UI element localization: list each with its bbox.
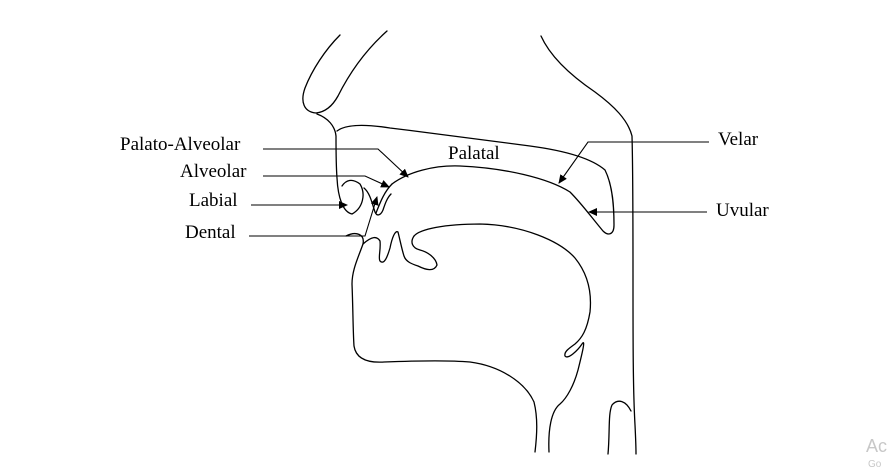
leader-alveolar [263, 175, 390, 188]
pharynx-back-wall-outline [540, 35, 637, 455]
alveolar-ridge-outline [375, 183, 393, 214]
label-dental: Dental [185, 222, 236, 243]
leader-dental [249, 196, 379, 237]
epiglottis-outline [607, 400, 632, 455]
upper-incisor-outline [363, 187, 392, 216]
lower-lip-and-chin-outline [345, 233, 538, 453]
vocal-tract-outline [302, 30, 637, 455]
nose-outline [302, 30, 388, 114]
watermark-line-1: Ac [866, 436, 887, 456]
palate-and-velum-outline [336, 124, 615, 235]
leader-palato-alveolar [263, 148, 409, 178]
label-palatal: Palatal [448, 143, 500, 164]
tongue-outline [413, 223, 592, 453]
leader-velar [558, 141, 709, 184]
label-labial: Labial [189, 190, 238, 211]
label-alveolar: Alveolar [180, 161, 247, 182]
label-velar: Velar [718, 129, 759, 150]
label-uvular: Uvular [716, 200, 769, 221]
lower-teeth-outline [362, 231, 438, 271]
label-palato-alveolar: Palato-Alveolar [120, 134, 241, 155]
watermark-line-2: Go [868, 459, 882, 468]
